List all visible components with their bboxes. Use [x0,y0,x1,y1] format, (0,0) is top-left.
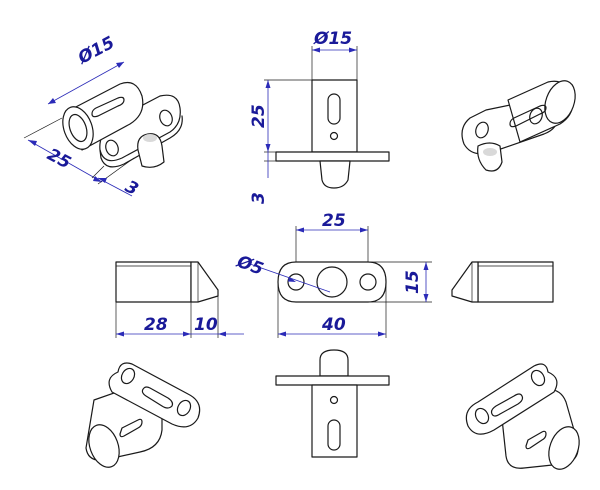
top-width-label: 15 [403,270,423,294]
top-length-label: 40 [321,315,346,335]
iso-view-top-right [461,80,576,172]
top-hole-diameter-label: Ø5 [233,252,265,280]
front-thickness-label: 3 [249,192,269,204]
iso-diameter-label: Ø15 [74,33,118,69]
iso-view-top-left: Ø15 25 3 [23,33,183,200]
iso-length-label: 25 [44,145,74,174]
iso-view-bottom-left [85,362,201,468]
front-diameter-label: Ø15 [313,29,352,49]
iso-view-bottom-right [465,363,580,470]
bottom-view [275,349,390,458]
side-body-length-label: 28 [144,315,168,335]
top-spacing-label: 25 [322,211,346,231]
side-tip-length-label: 10 [194,315,218,335]
top-view: 25 Ø5 15 40 [233,211,432,338]
front-view: Ø15 25 3 [249,29,390,204]
iso-thickness-label: 3 [122,177,142,200]
right-side-view [451,261,554,303]
left-side-view: 28 10 [115,261,244,338]
front-height-label: 25 [249,104,269,128]
